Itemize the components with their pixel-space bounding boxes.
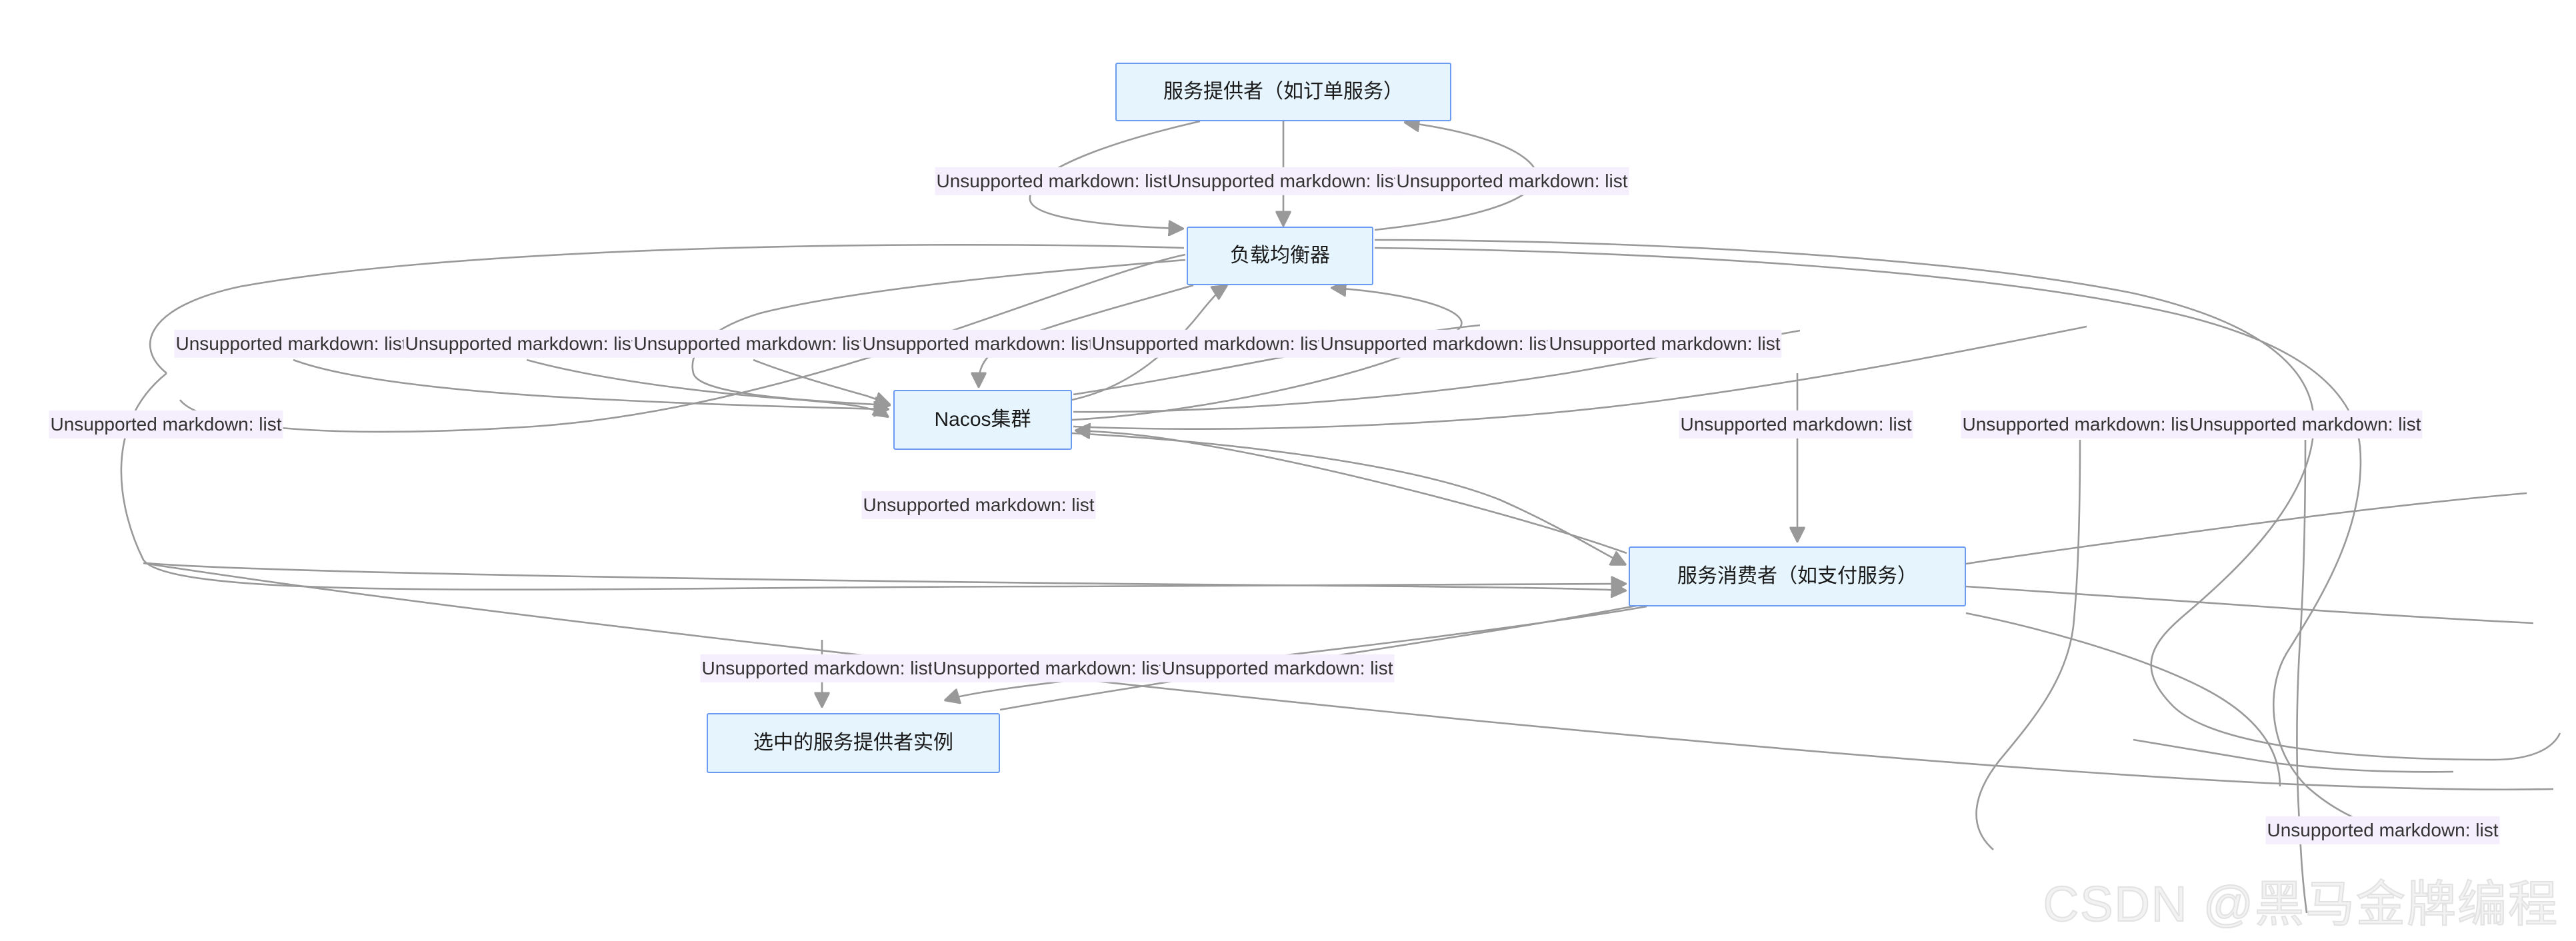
edge-consumer-right-2 xyxy=(1965,585,2534,624)
csdn-watermark: CSDN @黑马金牌编程 xyxy=(2043,876,2559,932)
edge-label: Unsupported markdown: list xyxy=(2188,410,2423,439)
edge-label: Unsupported markdown: list xyxy=(1166,167,1401,196)
edge-label: Unsupported markdown: list xyxy=(931,654,1166,683)
edge-right-curve-1 xyxy=(1374,239,2561,761)
edge-label: Unsupported markdown: list xyxy=(1090,329,1325,359)
edge-left-loop-consumer xyxy=(120,372,1624,590)
edge-label: Unsupported markdown: list xyxy=(1679,410,1913,439)
edge-right-curve-4 xyxy=(2296,439,2308,914)
edge-left-loop-consumer-2 xyxy=(146,562,1624,590)
edge-instance-consumer xyxy=(999,604,1641,711)
edge-label: Unsupported markdown: list xyxy=(935,167,1169,196)
edge-label: Unsupported markdown: list xyxy=(174,329,409,359)
edge-left-to-nacos-1 xyxy=(293,359,887,409)
edge-bottom-right-sweep-1 xyxy=(1965,612,2281,787)
node-service-consumer[interactable]: 服务消费者（如支付服务） xyxy=(1629,546,1966,606)
node-service-consumer-label: 服务消费者（如支付服务） xyxy=(1677,565,1917,588)
edge-label: Unsupported markdown: list xyxy=(49,410,283,439)
edge-label: Unsupported markdown: list xyxy=(700,654,935,683)
edge-consumer-right-1 xyxy=(1965,492,2527,565)
edge-provider-loadbalancer-left xyxy=(1029,120,1201,229)
node-nacos-cluster[interactable]: Nacos集群 xyxy=(893,390,1072,450)
edge-label: Unsupported markdown: list xyxy=(1961,410,2195,439)
edge-label: Unsupported markdown: list xyxy=(1547,329,1782,359)
edge-label: Unsupported markdown: list xyxy=(861,329,1095,359)
edge-nacos-consumer xyxy=(1071,432,1624,564)
node-service-provider-label: 服务提供者（如订单服务） xyxy=(1163,81,1403,103)
node-selected-instance[interactable]: 选中的服务提供者实例 xyxy=(707,713,1000,773)
edge-label: Unsupported markdown: list xyxy=(861,490,1096,520)
node-nacos-cluster-label: Nacos集群 xyxy=(934,409,1031,431)
node-load-balancer[interactable]: 负载均衡器 xyxy=(1187,227,1373,285)
node-load-balancer-label: 负载均衡器 xyxy=(1230,245,1330,267)
edge-bottom-right-sweep-2 xyxy=(2133,738,2454,773)
edge-loadbalancer-nacos-2 xyxy=(691,259,1186,405)
edge-label: Unsupported markdown: list xyxy=(2265,816,2500,845)
edge-label: Unsupported markdown: list xyxy=(1395,167,1629,196)
edge-consumer-instance xyxy=(947,605,1647,700)
edge-label: Unsupported markdown: list xyxy=(1160,654,1395,683)
edge-left-to-nacos-2 xyxy=(526,359,887,416)
edge-label: Unsupported markdown: list xyxy=(632,329,867,359)
edge-consumer-nacos xyxy=(1077,431,1627,554)
node-selected-instance-label: 选中的服务提供者实例 xyxy=(753,732,953,754)
edge-bottom-left-sweep xyxy=(143,562,2554,791)
edge-nacos-right-out-3 xyxy=(1073,325,2087,430)
edge-right-curve-3 xyxy=(1975,439,2081,850)
edge-long-left-1 xyxy=(149,243,1185,375)
edge-label: Unsupported markdown: list xyxy=(1319,329,1553,359)
node-service-provider[interactable]: 服务提供者（如订单服务） xyxy=(1115,63,1451,121)
edge-left-to-nacos-3 xyxy=(753,359,888,404)
edge-label: Unsupported markdown: list xyxy=(403,329,638,359)
